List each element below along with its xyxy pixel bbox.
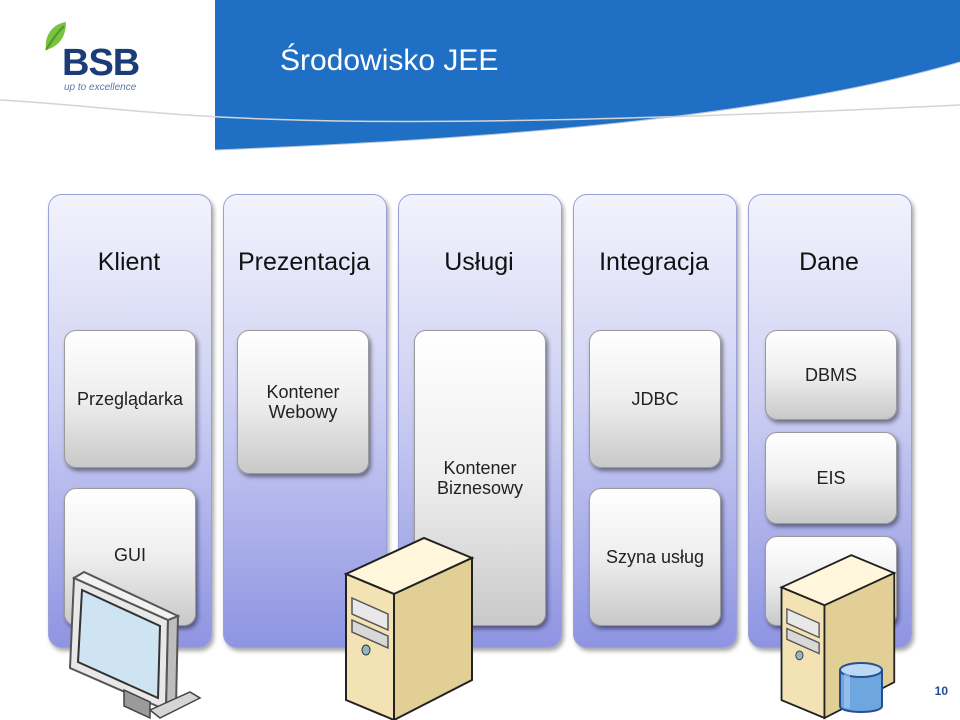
- column-title-integracja: Integracja: [599, 248, 709, 276]
- logo-text: BSB: [62, 42, 140, 84]
- box-kontener-webowy: Kontener Webowy: [237, 330, 369, 474]
- bsb-logo: [40, 18, 180, 98]
- header-band: [0, 0, 960, 151]
- logo-tagline: up to excellence: [64, 82, 137, 93]
- box-szyna-uslug: Szyna usług: [589, 488, 721, 626]
- box-label: Przeglądarka: [76, 389, 184, 409]
- column-title-klient: Klient: [97, 248, 161, 276]
- leaf-icon: [45, 22, 66, 51]
- page-title: Środowisko JEE: [280, 44, 499, 77]
- box-eis: EIS: [765, 432, 897, 524]
- box-label: Kontener Biznesowy: [436, 458, 524, 498]
- box-label: Kontener Webowy: [266, 382, 340, 422]
- box-przegladarka: Przeglądarka: [64, 330, 196, 468]
- box-jdbc: JDBC: [589, 330, 721, 468]
- box-label: EIS: [816, 468, 846, 488]
- box-dbms: DBMS: [765, 330, 897, 420]
- column-title-dane: Dane: [799, 248, 859, 276]
- column-title-prezentacja: Prezentacja: [237, 248, 371, 276]
- box-label: DBMS: [804, 365, 857, 385]
- column-title-uslugi: Usługi: [444, 248, 514, 276]
- slide-number: 10: [934, 684, 948, 698]
- box-label: GUI: [113, 545, 146, 565]
- database-icon: [839, 662, 883, 713]
- box-label: JDBC: [631, 389, 679, 409]
- box-label: Szyna usług: [605, 547, 705, 567]
- monitor-icon: [68, 570, 202, 720]
- server-icon: [343, 536, 475, 720]
